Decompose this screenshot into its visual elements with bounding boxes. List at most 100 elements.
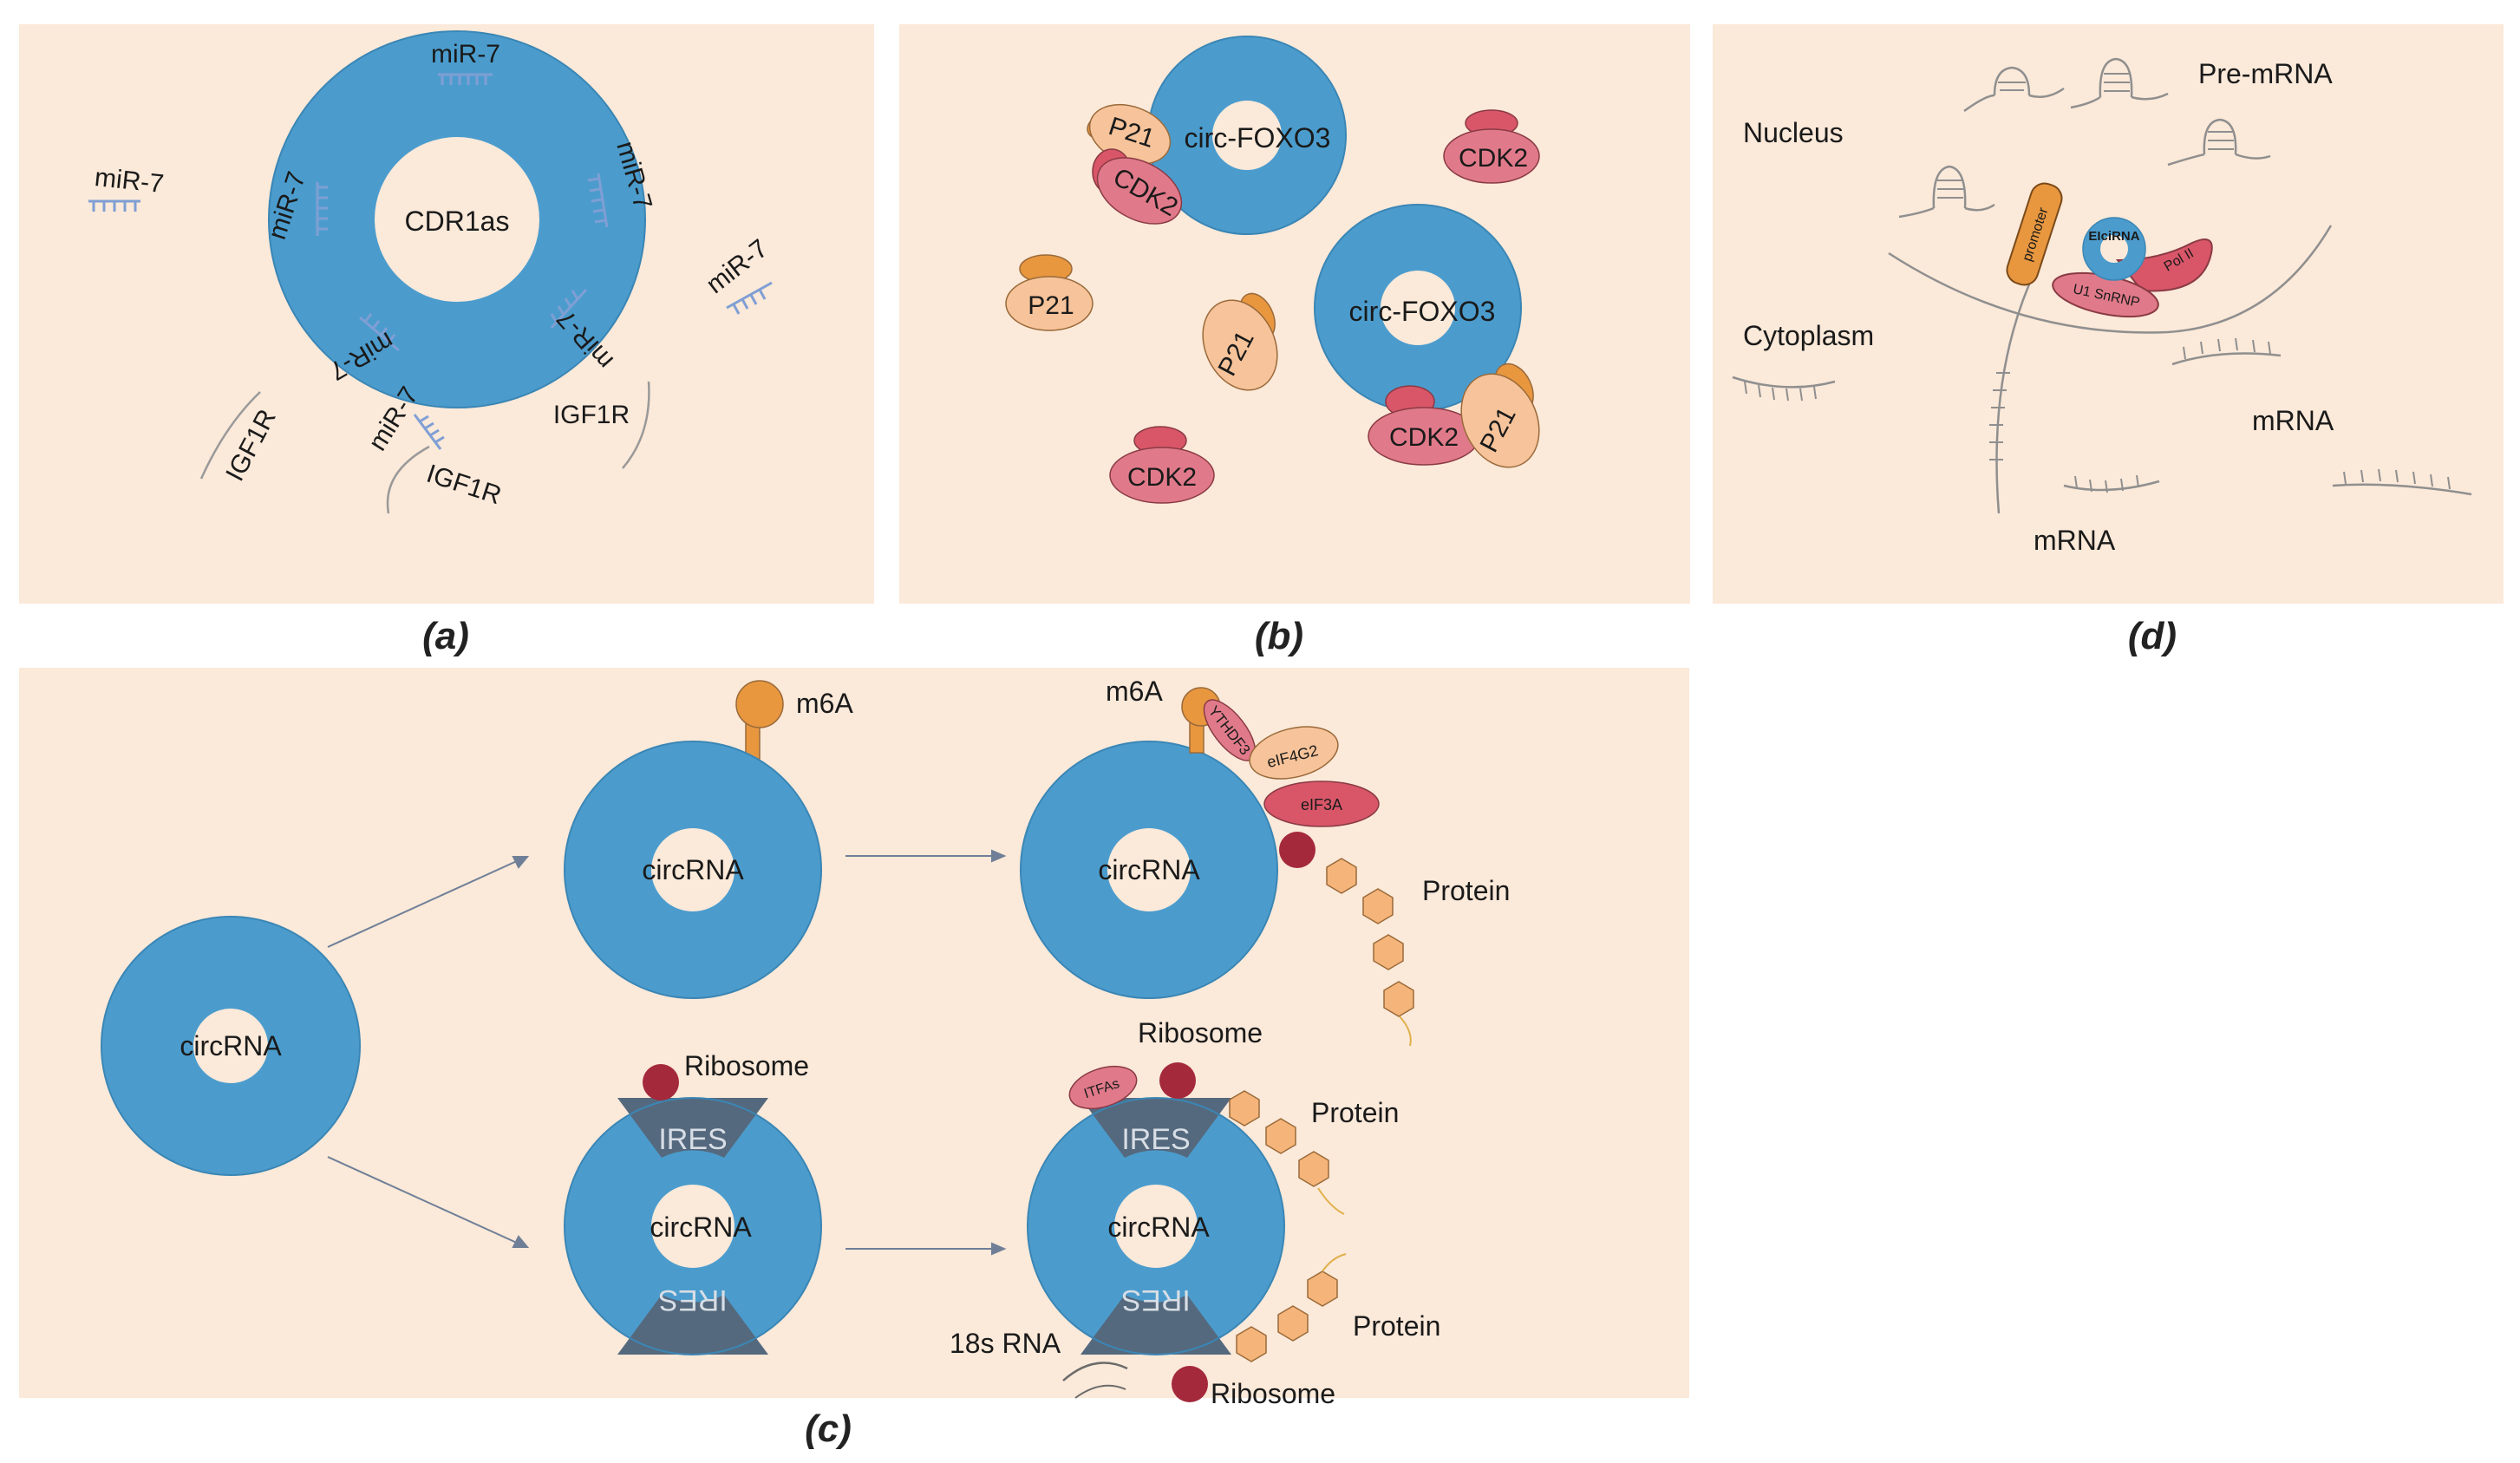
pre-mrna-hairpin-3: [2167, 118, 2271, 167]
ribosome-label-3: Ribosome: [1211, 1378, 1335, 1409]
ires-wedge-bottom: [617, 1295, 768, 1355]
nuclear-envelope: [1888, 225, 2333, 334]
mir7-bound-lower-right: [550, 288, 588, 330]
panel-c: circRNA circRNA m6A IRES IRES circRNA Ri…: [101, 676, 1510, 1409]
pathway-arrows: [327, 849, 1007, 1256]
cdr1as-ring-edge: [268, 30, 646, 408]
ribosome-3: [1159, 1062, 1196, 1099]
circ-foxo3-label-2: circ-FOXO3: [1349, 296, 1496, 327]
igf1r-strand-right: [622, 381, 650, 469]
nucleus-label: Nucleus: [1743, 117, 1844, 148]
circrna-ring-m6a: [565, 741, 821, 998]
pre-mrna-hairpin-1: [1963, 66, 2065, 113]
pre-mrna-hairpin-2: [2070, 57, 2169, 109]
cdk2-body-4: [1109, 447, 1215, 504]
ires-label-bottom-2: IRES: [1121, 1283, 1190, 1316]
mrna-label-right: mRNA: [2252, 405, 2334, 436]
ribosome-label-2: Ribosome: [1138, 1017, 1263, 1048]
igf1r-label-right: IGF1R: [553, 401, 630, 429]
eiciRNA-ring-edge: [2082, 217, 2146, 281]
cdk2-label-4: CDK2: [1127, 463, 1197, 492]
p21-label-3: P21: [1028, 291, 1074, 320]
circ-foxo3-ring-1: [1148, 36, 1346, 234]
protein-chain-3: [1236, 1270, 1338, 1362]
rna18s-strand-2: [1074, 1384, 1126, 1399]
eif3a-label: eIF3A: [1301, 796, 1342, 813]
p21-body-4: [1202, 299, 1278, 391]
caption-d: (d): [2128, 615, 2177, 657]
promoter-box: [2006, 182, 2063, 286]
m6a-head-1: [735, 680, 784, 728]
m6a-label-1: m6A: [796, 688, 853, 719]
panel-b: circ-FOXO3 P21 CDK2 circ-FOXO3 CDK2 P21 …: [1005, 36, 1540, 504]
pol-ii-shape: [2115, 238, 2213, 292]
circrna-label-source: circRNA: [180, 1030, 282, 1061]
exported-mrna-ticks: [1989, 372, 2010, 460]
mrna-label-bottom: mRNA: [2034, 525, 2116, 556]
ribosome-4: [1172, 1366, 1208, 1402]
p21-body-2: [1460, 373, 1540, 468]
cdk2-label-3: CDK2: [1459, 144, 1528, 173]
circrna-ring-source: [101, 917, 360, 1175]
mir7-bound-bottom: [413, 414, 445, 450]
p21-body-3: [1005, 276, 1094, 331]
ires-wedge-top: [617, 1098, 768, 1158]
protein-label-3: Protein: [1353, 1310, 1440, 1342]
protein-chain-2: [1229, 1090, 1329, 1187]
exported-mrna-strand: [1995, 270, 2037, 514]
cytoplasm-mrna-4: [2332, 483, 2472, 496]
cdk2-body-3: [1443, 128, 1540, 184]
eiciRNA-ring: [2083, 218, 2145, 280]
circrna-label-ires-translating: circRNA: [1107, 1212, 1210, 1243]
circrna-ring-m6a-edge: [564, 741, 822, 999]
rna18s-label: 18s RNA: [950, 1328, 1061, 1359]
panel-d-labels: Nucleus Pre-mRNA Cytoplasm mRNA mRNA: [1743, 58, 2334, 556]
circrna-label-m6a: circRNA: [642, 854, 744, 885]
protein-label-2: Protein: [1311, 1097, 1399, 1128]
igf1r-strand-left: [199, 391, 261, 480]
cdr1as-label: CDR1as: [405, 206, 510, 237]
cytoplasm-mrna-2: [2171, 352, 2282, 366]
panel-d-complex: promoter EIciRNA U1 SnRNP Pol II: [2006, 182, 2213, 318]
circ-foxo3-label-1: circ-FOXO3: [1185, 122, 1331, 153]
mir7-bound-right: [587, 173, 609, 228]
circrna-label-m6a-translating: circRNA: [1098, 854, 1200, 885]
cdk2-label-2: CDK2: [1389, 423, 1459, 452]
mir7-free-left: [88, 199, 140, 212]
protein-tail-1: [1399, 1016, 1412, 1047]
caption-a: (a): [422, 615, 469, 657]
mir7-bound-left: [316, 182, 328, 236]
pre-mrna-stem-ticks: [1937, 73, 2234, 199]
pre-mrna-label: Pre-mRNA: [2198, 58, 2333, 89]
eif3a-shape: [1263, 780, 1380, 827]
panel-d: [1732, 57, 2472, 514]
ribosome-2: [1279, 832, 1315, 868]
circrna-ring-ires-edge: [564, 1097, 822, 1355]
circrna-ring-ires-translating-edge: [1027, 1097, 1285, 1355]
cytoplasm-mrna-1: [1732, 376, 1836, 389]
circrna-ring-m6a-translating-edge: [1020, 741, 1278, 999]
eif4g2-shape: [1249, 726, 1339, 780]
mir7-bound-lower-left: [359, 313, 400, 352]
ires-label-top-2: IRES: [1121, 1123, 1190, 1156]
igf1r-strand-center: [386, 445, 430, 514]
ires-label-bottom: IRES: [658, 1283, 727, 1316]
cytoplasm-mrna-ticks: [1744, 337, 2451, 493]
cytoplasm-label: Cytoplasm: [1743, 320, 1874, 351]
ires-label-top: IRES: [658, 1123, 727, 1156]
protein-chain-1: [1326, 858, 1414, 1017]
eiciRNA-label: EIciRNA: [2088, 229, 2139, 244]
mir7-free-right: [726, 281, 773, 315]
ribosome-label-1: Ribosome: [684, 1050, 809, 1081]
cytoplasm-mrna-3: [2063, 480, 2160, 492]
ires-wedge-bottom-2: [1080, 1295, 1231, 1355]
circrna-ring-m6a-translating: [1021, 741, 1277, 998]
circrna-ring-source-edge: [101, 916, 361, 1176]
protein-label-1: Protein: [1422, 875, 1510, 906]
protein-tail-2: [1317, 1187, 1345, 1215]
m6a-label-2: m6A: [1106, 676, 1163, 707]
itfas-shape: [1068, 1065, 1138, 1110]
rna18s-strand: [1062, 1362, 1128, 1381]
mir7-bound-top: [438, 73, 493, 85]
